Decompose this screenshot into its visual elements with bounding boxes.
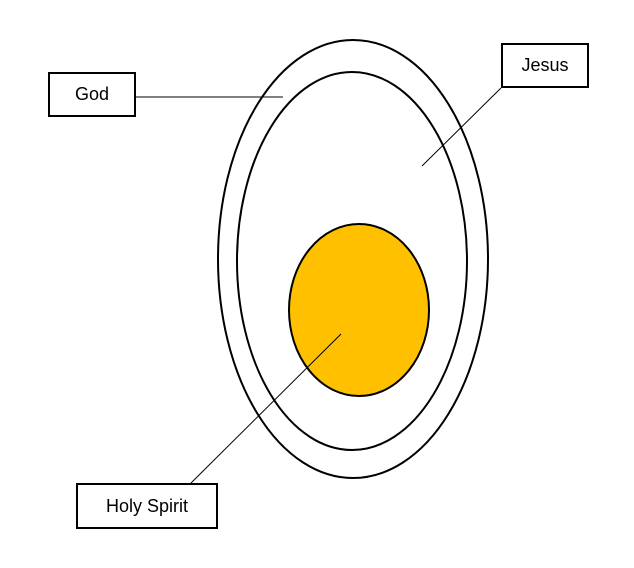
jesus-label: Jesus bbox=[521, 55, 569, 75]
jesus-leader-line bbox=[421, 87, 502, 167]
holy-spirit-label: Holy Spirit bbox=[105, 495, 189, 516]
god-label: God bbox=[74, 84, 110, 104]
holy-spirit-label-box: Holy Spirit bbox=[76, 483, 218, 529]
yolk-ellipse bbox=[288, 223, 430, 397]
jesus-label-box: Jesus bbox=[501, 43, 589, 88]
god-label-box: God bbox=[48, 72, 136, 117]
holy-spirit-leader-line bbox=[190, 333, 342, 484]
